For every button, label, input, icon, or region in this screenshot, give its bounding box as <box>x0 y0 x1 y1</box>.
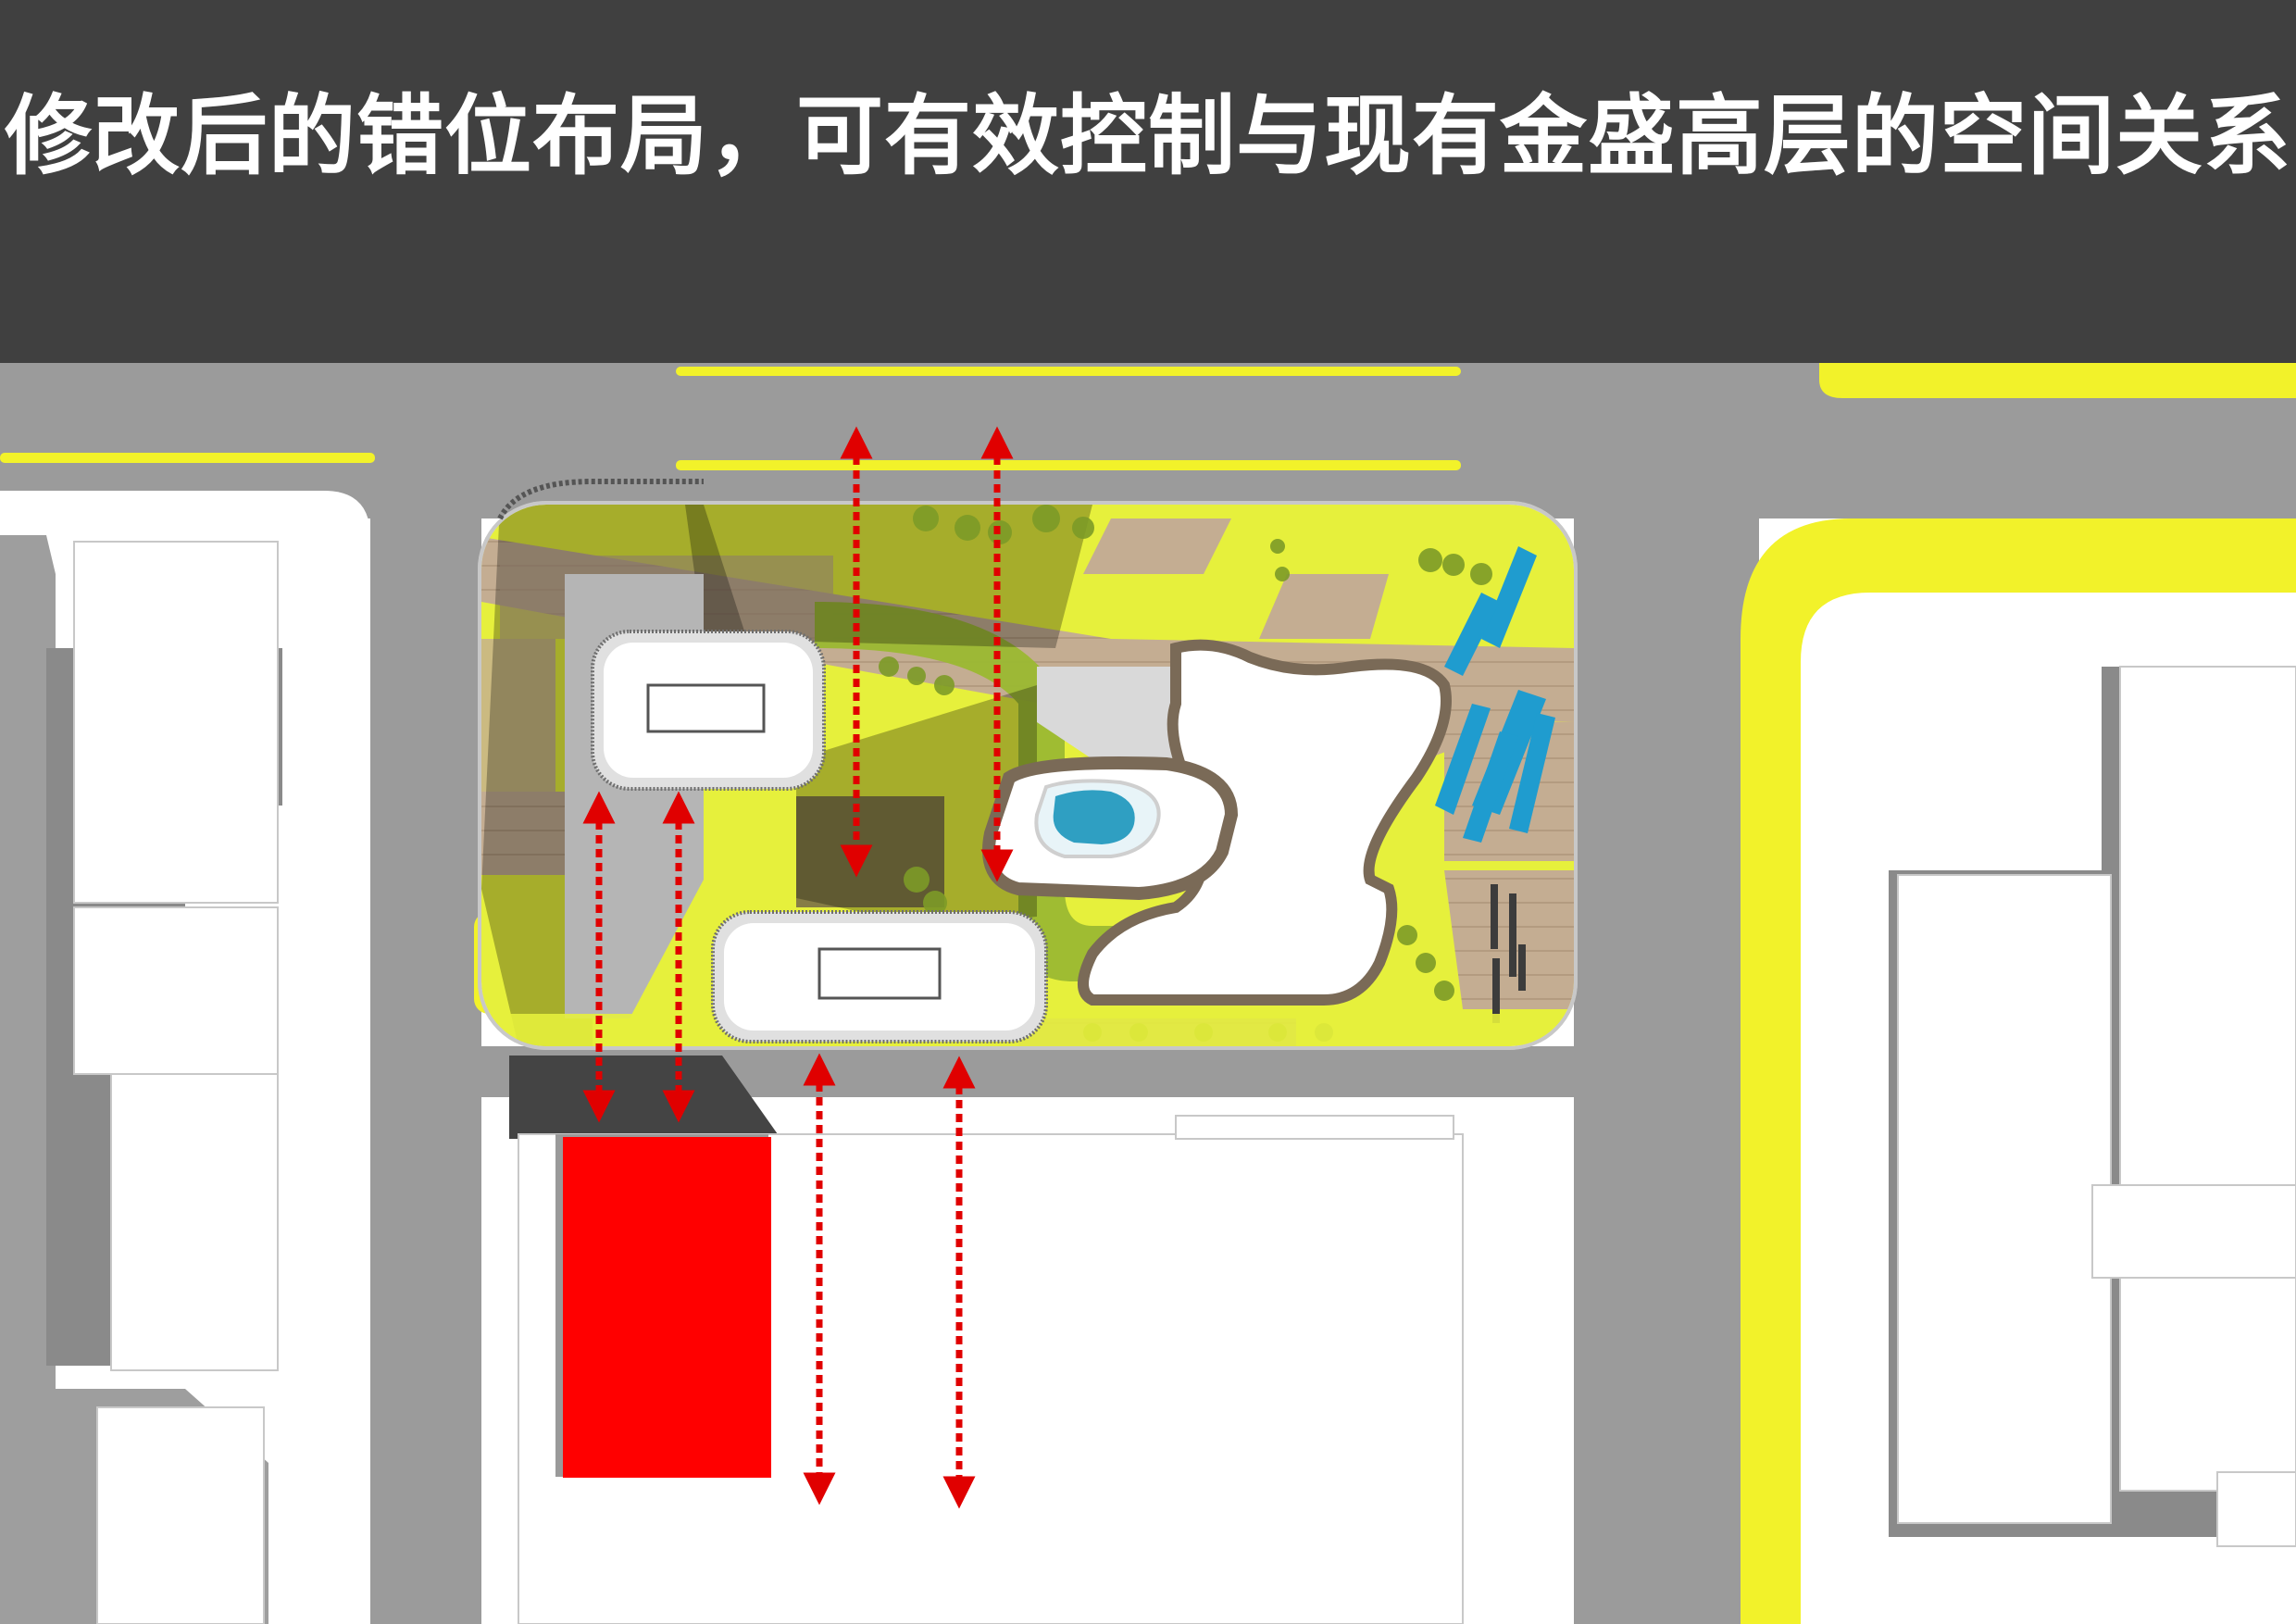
existing-jinsheng-highrise <box>563 1137 771 1478</box>
east-block <box>1819 600 2296 1624</box>
west-block <box>0 491 370 1624</box>
tower-a <box>591 630 826 791</box>
site-plan-drawing <box>0 363 2296 1624</box>
road-marking-curb-east <box>1741 518 2296 1624</box>
water-strip <box>1463 731 1518 843</box>
road-marking-curb <box>1819 363 2296 398</box>
tower-b <box>711 910 1048 1043</box>
site-plan <box>0 363 2296 1624</box>
water-strip <box>1481 546 1537 648</box>
water-strip <box>1509 713 1555 833</box>
east-road <box>1574 491 1759 1624</box>
tree-symbols <box>879 505 1492 1042</box>
road-marking-line <box>676 460 1461 470</box>
road-marking-line <box>676 367 1461 376</box>
page-title: 修改后的错位布局，可有效控制与现有金盛高层的空间关系 <box>4 86 2291 187</box>
south-block <box>481 1056 1574 1624</box>
water-strip <box>1435 704 1491 815</box>
title-bar: 修改后的错位布局，可有效控制与现有金盛高层的空间关系 <box>0 0 2296 363</box>
central-pool <box>1053 790 1135 844</box>
road-marking-line <box>0 453 375 463</box>
water-strip <box>1444 593 1500 676</box>
sightline-arrows <box>582 426 1014 1509</box>
